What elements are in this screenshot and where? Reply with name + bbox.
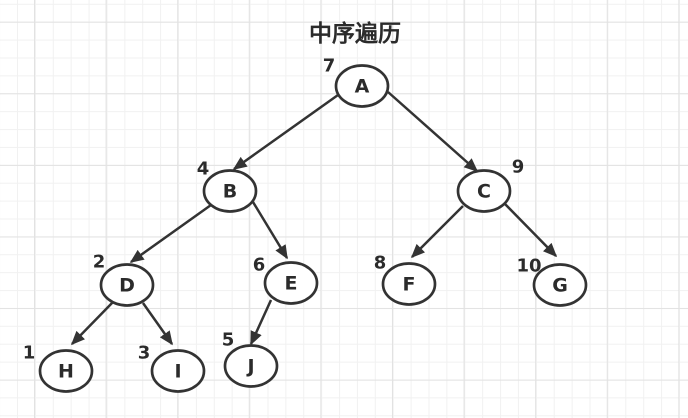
node-ellipse-C[interactable] [456,169,512,213]
node-ellipse-I[interactable] [150,349,206,393]
traversal-order-B: 4 [197,158,210,179]
diagram-title: 中序遍历 [309,21,401,47]
node-label-D: D [119,275,135,297]
node-ellipse-E[interactable] [263,261,319,305]
node-ellipse-B[interactable] [202,169,258,213]
node-B[interactable]: B4 [197,158,258,213]
node-label-I: I [174,361,181,383]
edge-A-C [387,91,479,172]
traversal-order-I: 3 [138,342,151,363]
node-J[interactable]: J5 [222,329,279,388]
edge-A-B [232,93,339,171]
traversal-order-J: 5 [222,329,235,350]
traversal-order-H: 1 [23,342,36,363]
traversal-order-G: 10 [516,255,541,276]
traversal-order-C: 9 [512,156,525,177]
traversal-order-A: 7 [323,55,336,76]
node-I[interactable]: I3 [138,342,206,393]
node-ellipse-J[interactable] [223,344,279,388]
traversal-order-F: 8 [374,252,387,273]
node-E[interactable]: E6 [253,254,319,305]
edge-B-D [129,203,212,264]
node-F[interactable]: F8 [374,252,437,306]
node-label-C: C [477,181,491,203]
edge-C-F [410,205,464,259]
node-A[interactable]: A7 [323,55,390,108]
node-label-J: J [245,356,254,378]
node-ellipse-G[interactable] [532,263,588,307]
node-ellipse-D[interactable] [99,263,155,307]
node-D[interactable]: D2 [93,251,155,307]
edge-D-I [141,302,174,346]
node-label-A: A [355,76,370,98]
node-H[interactable]: H1 [23,342,94,393]
node-label-G: G [552,275,568,297]
edge-B-E [251,201,289,260]
traversal-order-E: 6 [253,254,266,275]
node-ellipse-H[interactable] [38,349,94,393]
node-label-H: H [58,361,74,383]
node-label-F: F [403,274,416,296]
edge-E-J [249,299,273,346]
node-label-B: B [223,181,237,203]
edge-D-H [70,301,114,346]
traversal-order-D: 2 [93,251,106,272]
node-ellipse-F[interactable] [381,262,437,306]
edge-C-G [504,203,558,258]
node-label-E: E [285,273,298,295]
node-G[interactable]: G 10 [516,255,588,307]
node-ellipse-A[interactable] [334,64,390,108]
node-C[interactable]: C9 [456,156,525,213]
